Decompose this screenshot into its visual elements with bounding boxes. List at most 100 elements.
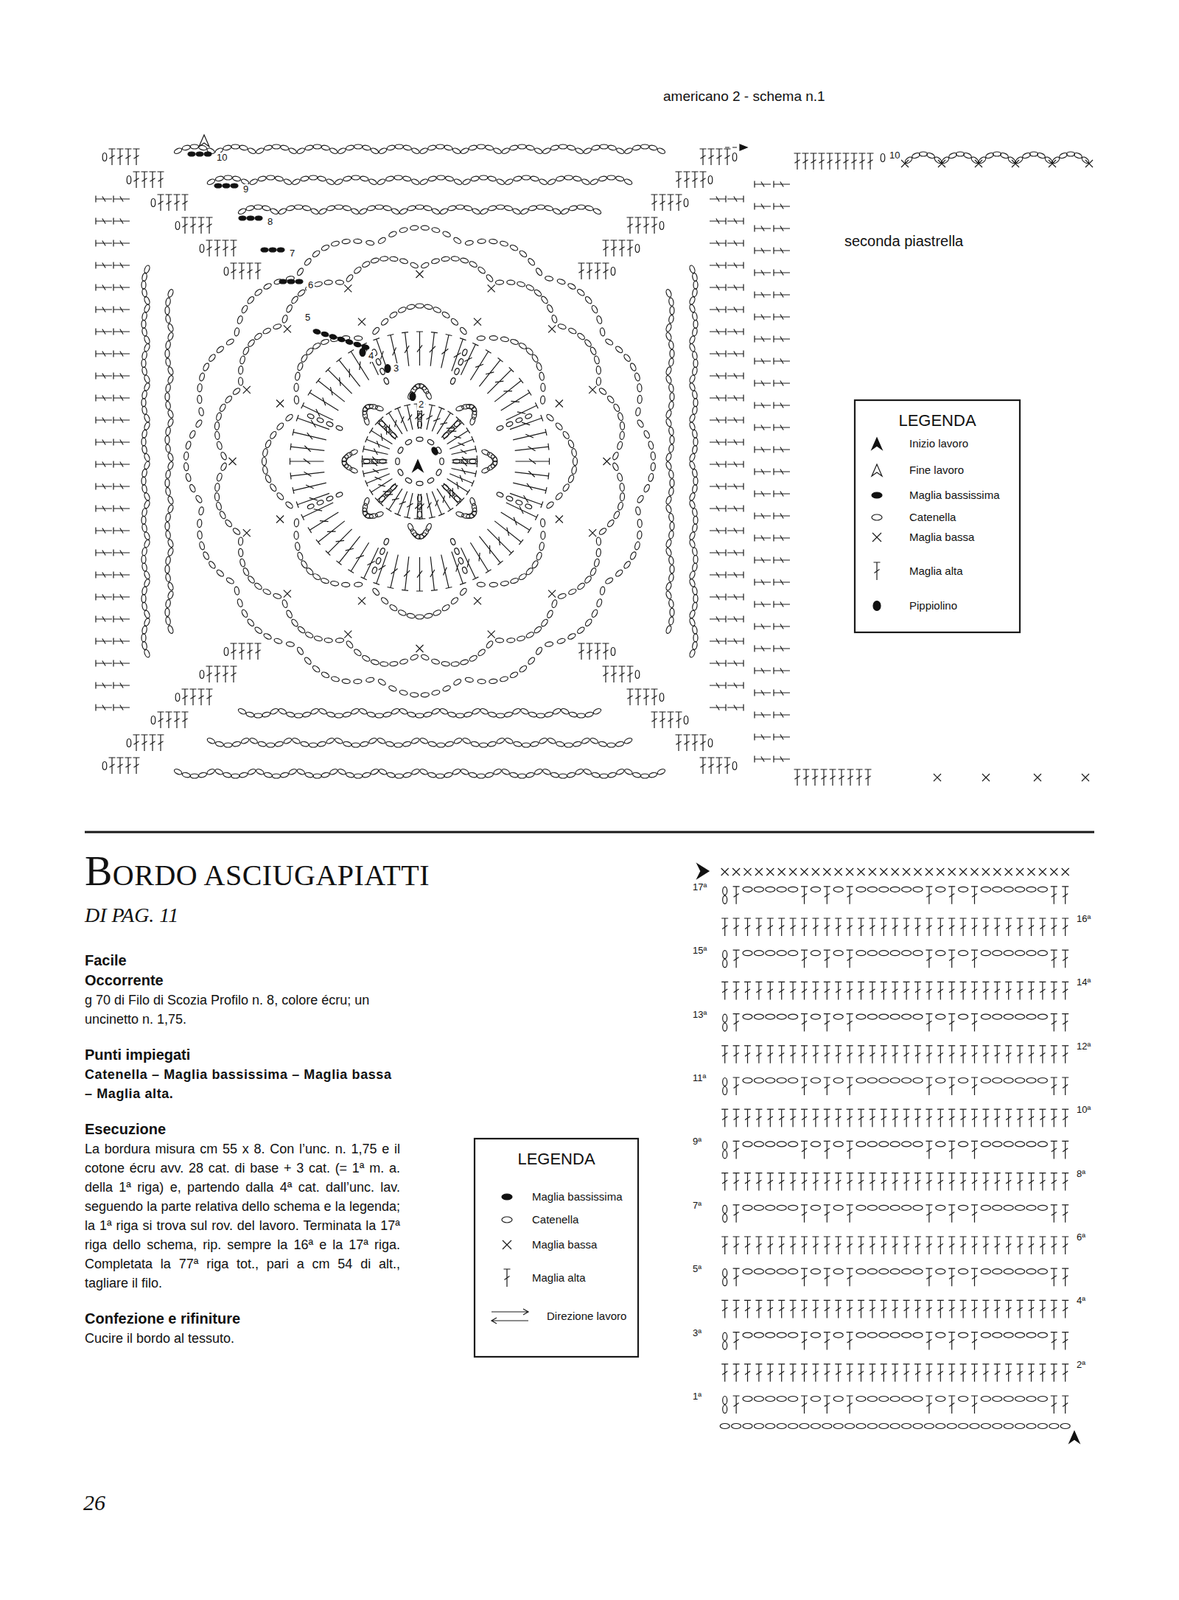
chain-stitch xyxy=(753,1268,764,1275)
double-crochet xyxy=(846,1299,854,1318)
chain-stitch xyxy=(141,445,148,454)
chain-stitch xyxy=(311,249,321,259)
chain-stitch xyxy=(361,771,371,779)
double-crochet xyxy=(800,1204,808,1223)
double-crochet xyxy=(803,769,810,786)
chain-stitch xyxy=(415,204,424,210)
double-crochet xyxy=(948,1045,955,1064)
chain-stitch xyxy=(461,348,468,356)
chain-stitch xyxy=(214,767,225,776)
chain-stitch xyxy=(788,1078,799,1084)
double-crochet xyxy=(937,1236,944,1255)
double-crochet xyxy=(982,1108,989,1127)
chain-stitch xyxy=(556,278,566,286)
chain-stitch xyxy=(219,462,227,472)
double-crochet xyxy=(754,579,771,586)
chain-stitch xyxy=(420,261,431,269)
double-crochet xyxy=(948,1140,955,1159)
chain-stitch xyxy=(275,422,285,432)
chain-stitch xyxy=(598,386,608,396)
chain-stitch xyxy=(296,147,306,155)
double-crochet xyxy=(925,1045,933,1064)
double-crochet xyxy=(316,518,348,545)
double-crochet xyxy=(512,479,547,494)
chain-stitch xyxy=(880,154,885,163)
chain-stitch xyxy=(420,691,430,698)
chain-stitch xyxy=(648,771,658,779)
double-crochet xyxy=(1050,1268,1058,1286)
double-crochet xyxy=(754,225,771,233)
double-crochet xyxy=(880,1045,888,1064)
chain-stitch xyxy=(622,560,632,569)
chain-stitch xyxy=(722,1332,728,1341)
double-crochet xyxy=(709,682,726,689)
chain-stitch xyxy=(867,886,877,892)
chain-stitch xyxy=(222,771,232,779)
chain-stitch xyxy=(238,377,244,386)
chain-stitch xyxy=(197,530,203,540)
double-crochet xyxy=(960,1363,967,1382)
chain-stitch xyxy=(306,503,314,510)
chain-stitch xyxy=(501,1216,513,1223)
double-crochet xyxy=(1005,1299,1012,1318)
chain-stitch xyxy=(890,886,900,892)
chain-stitch xyxy=(175,221,180,230)
single-crochet xyxy=(416,644,424,653)
double-crochet xyxy=(117,757,124,774)
chain-stitch xyxy=(520,707,530,715)
double-crochet xyxy=(1061,1045,1069,1064)
chain-stitch xyxy=(214,421,220,430)
chain-stitch xyxy=(431,707,441,715)
double-crochet xyxy=(427,556,438,591)
chain-stitch xyxy=(173,767,183,776)
double-crochet xyxy=(643,217,650,234)
chain-stitch xyxy=(167,322,175,332)
chain-stitch xyxy=(566,144,576,152)
double-crochet xyxy=(925,1204,933,1223)
chain-stitch xyxy=(253,582,263,591)
chain-stitch xyxy=(912,950,923,956)
chain-stitch xyxy=(722,1013,728,1023)
double-crochet xyxy=(716,757,723,774)
double-crochet xyxy=(773,601,790,608)
chain-stitch xyxy=(375,510,384,518)
double-crochet xyxy=(767,1363,774,1382)
chain-stitch xyxy=(691,429,698,439)
chain-stitch xyxy=(992,886,1003,892)
double-crochet xyxy=(427,332,438,367)
double-crochet xyxy=(709,372,726,380)
double-crochet xyxy=(113,284,130,292)
chain-stitch xyxy=(980,950,991,956)
chain-stitch xyxy=(143,538,152,548)
chain-stitch xyxy=(376,178,387,186)
double-crochet xyxy=(113,439,130,446)
chain-stitch xyxy=(596,365,602,374)
chain-stitch xyxy=(141,602,148,611)
chain-stitch xyxy=(742,1078,753,1084)
chain-stitch xyxy=(383,537,390,546)
chain-stitch xyxy=(363,416,370,426)
chain-stitch xyxy=(668,340,675,350)
chain-stitch xyxy=(495,424,504,432)
chain-stitch xyxy=(722,1405,728,1414)
chain-stitch xyxy=(485,639,495,649)
chain-stitch xyxy=(512,707,522,715)
chain-stitch xyxy=(427,144,437,152)
single-crochet xyxy=(982,773,990,782)
chain-stitch xyxy=(489,238,499,244)
chain-stitch xyxy=(143,335,152,345)
chain-stitch xyxy=(614,344,624,354)
chain-stitch xyxy=(313,280,323,288)
chain-stitch xyxy=(607,144,617,152)
chain-stitch xyxy=(231,773,240,779)
chain-stitch xyxy=(143,578,152,588)
chain-stitch xyxy=(550,144,560,152)
double-crochet xyxy=(755,1108,762,1127)
chain-stitch xyxy=(329,767,339,776)
chain-stitch xyxy=(196,394,202,404)
chain-stitch xyxy=(637,394,643,404)
chain-stitch xyxy=(141,562,148,572)
single-crochet xyxy=(276,515,284,524)
chain-stitch xyxy=(590,144,600,152)
double-crochet xyxy=(834,1108,842,1127)
